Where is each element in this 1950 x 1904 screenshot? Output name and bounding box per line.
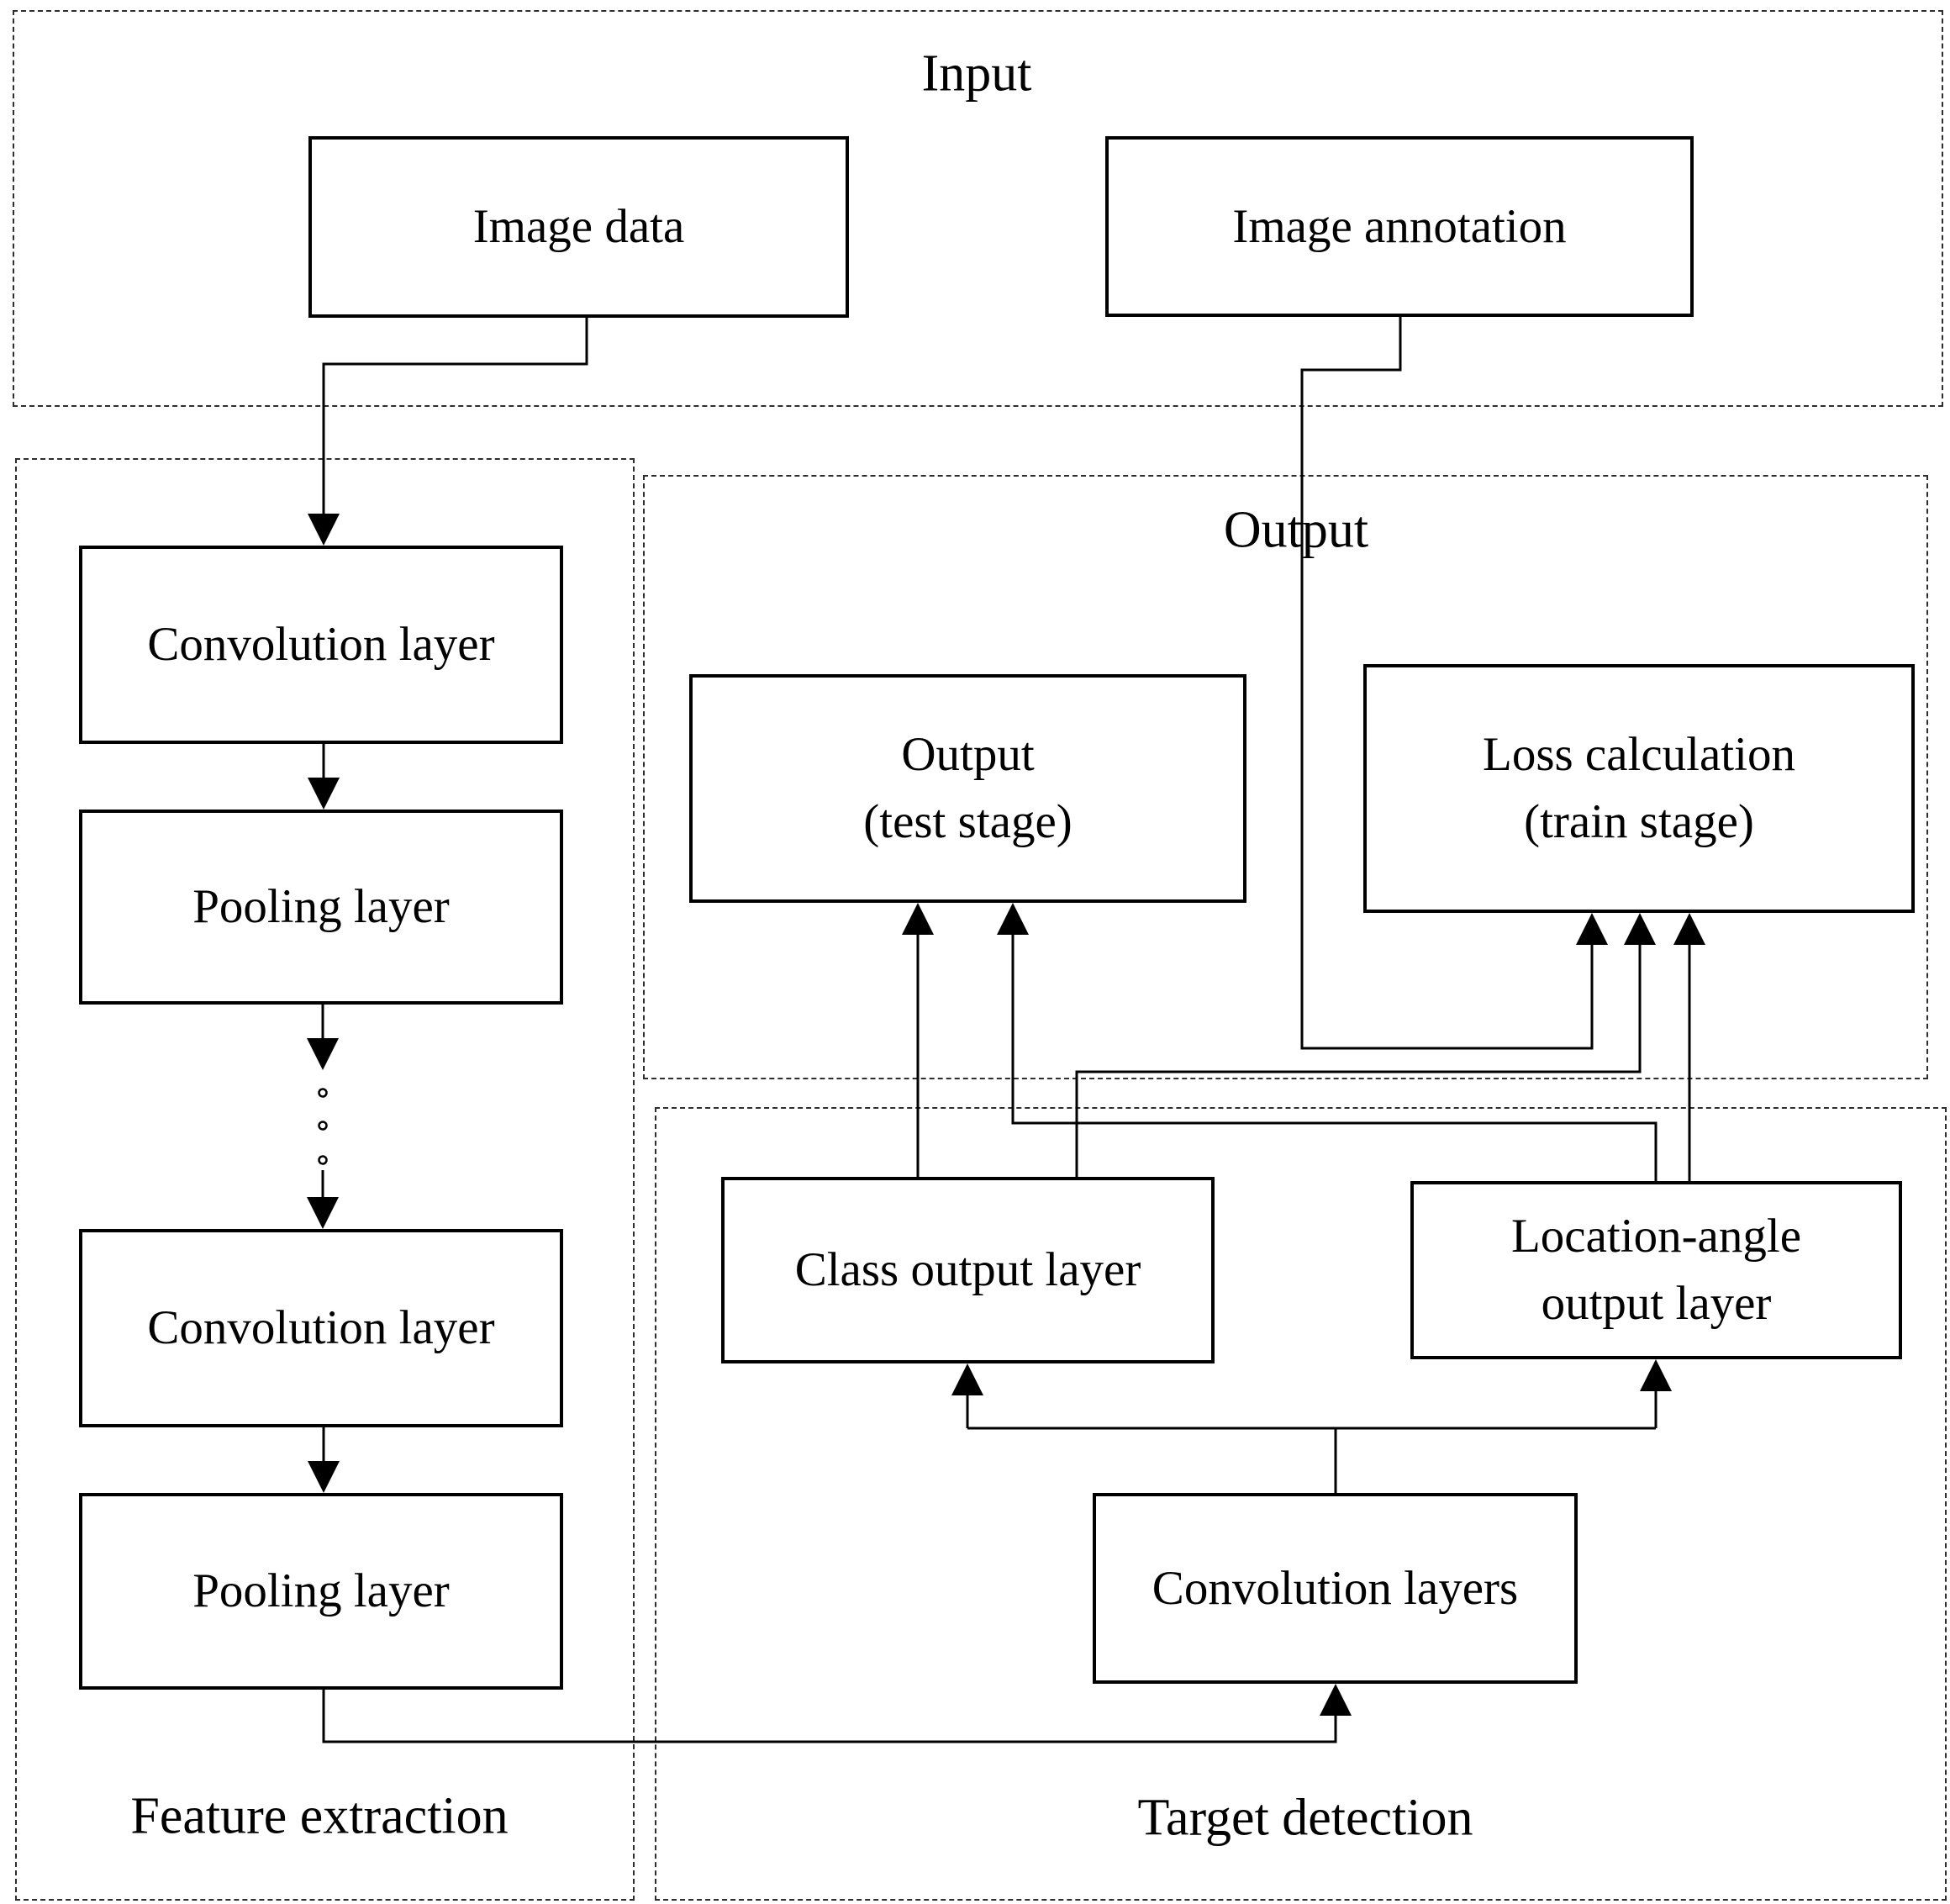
arrowhead-loss-right <box>1673 913 1705 945</box>
arrowhead-location-output <box>1640 1359 1672 1391</box>
edge-class-to-loss <box>1075 945 1642 1177</box>
edge-image-data-to-conv1 <box>322 318 588 515</box>
pooling-layer-2-label: Pooling layer <box>192 1564 450 1617</box>
edge-annotation-to-loss <box>1300 317 1594 1050</box>
target-detection-label: Target detection <box>1137 1789 1473 1847</box>
image-annotation-label: Image annotation <box>1232 199 1567 253</box>
ellipsis-dots <box>318 1088 328 1165</box>
arrowhead-pool2 <box>308 1461 340 1493</box>
edge-pool2-to-conv-layers <box>322 1690 1337 1743</box>
class-output-layer-box: Class output layer <box>721 1177 1215 1363</box>
location-angle-line2: output layer <box>1541 1277 1772 1330</box>
arrowhead-loss-left <box>1576 913 1608 945</box>
loss-calculation-line1: Loss calculation <box>1483 728 1795 781</box>
pooling-layer-2-box: Pooling layer <box>79 1493 563 1690</box>
class-output-layer-label: Class output layer <box>794 1243 1141 1296</box>
image-data-label: Image data <box>472 200 685 253</box>
image-annotation-box: Image annotation <box>1105 136 1694 317</box>
convolution-layer-2-box: Convolution layer <box>79 1229 563 1427</box>
convolution-layers-label: Convolution layers <box>1152 1561 1519 1615</box>
convolution-layer-1-label: Convolution layer <box>147 618 495 671</box>
location-angle-line1: Location-angle <box>1510 1210 1801 1263</box>
target-detection-region <box>655 1107 1947 1901</box>
input-region <box>13 10 1943 407</box>
loss-calculation-box: Loss calculation (train stage) <box>1363 664 1915 913</box>
output-test-line2: (test stage) <box>863 795 1072 848</box>
arrowhead-conv1 <box>308 514 340 546</box>
output-test-line1: Output <box>901 728 1035 781</box>
loss-calculation-line2: (train stage) <box>1524 795 1754 848</box>
convolution-layer-2-label: Convolution layer <box>147 1301 495 1354</box>
arrowhead-ellipsis <box>307 1038 339 1070</box>
arrowhead-output-test-left <box>902 903 934 935</box>
arrowhead-loss-middle <box>1624 913 1656 945</box>
output-region-label: Output <box>1223 501 1369 559</box>
arrowhead-output-test-right <box>997 903 1029 935</box>
location-angle-output-layer-box: Location-angle output layer <box>1410 1181 1902 1359</box>
arrowhead-conv2 <box>307 1197 339 1229</box>
input-region-label: Input <box>921 45 1032 103</box>
convolution-layer-1-box: Convolution layer <box>79 546 563 744</box>
arrowhead-pool1 <box>308 778 340 810</box>
output-region <box>643 475 1928 1079</box>
output-test-stage-box: Output (test stage) <box>689 674 1246 903</box>
arrowhead-class-output <box>951 1363 983 1395</box>
edge-conv-layers-to-outputs <box>966 1391 1658 1493</box>
feature-extraction-label: Feature extraction <box>130 1787 509 1845</box>
pooling-layer-1-box: Pooling layer <box>79 810 563 1005</box>
arrowhead-conv-layers <box>1320 1684 1352 1716</box>
image-data-box: Image data <box>308 136 849 318</box>
convolution-layers-box: Convolution layers <box>1093 1493 1578 1684</box>
edge-location-to-output-test <box>1011 935 1658 1181</box>
pooling-layer-1-label: Pooling layer <box>192 880 450 933</box>
